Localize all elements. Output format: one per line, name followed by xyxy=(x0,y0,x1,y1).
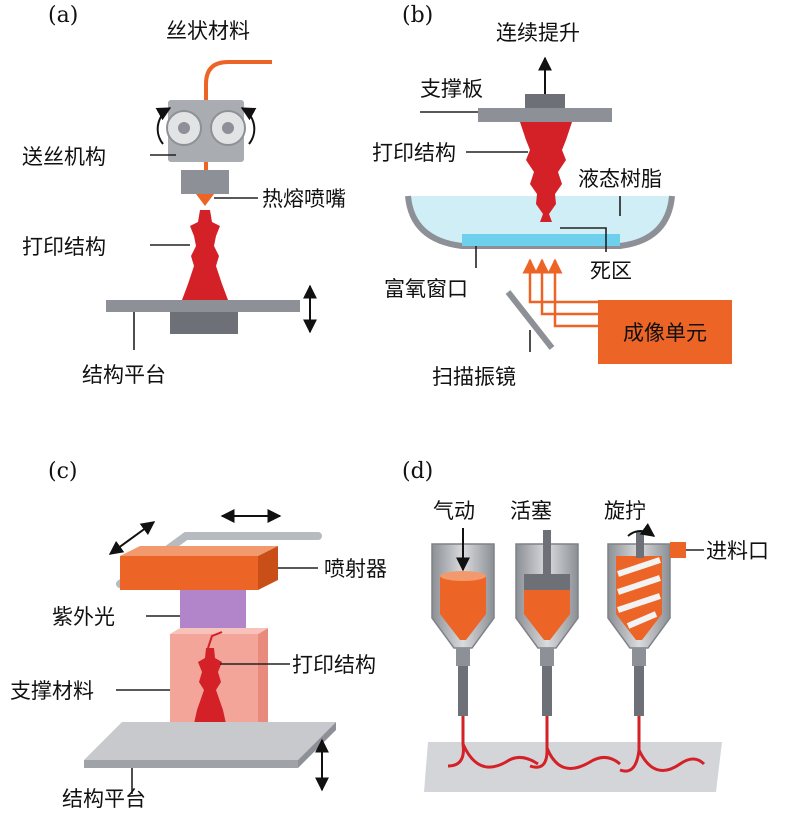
piston-label: 活塞 xyxy=(510,499,552,523)
nozzle-tip xyxy=(196,194,214,206)
imaging-unit-label: 成像单元 xyxy=(623,321,707,345)
support-plate-stem xyxy=(525,94,565,108)
galvo-mirror xyxy=(505,290,555,350)
printed-structure-b xyxy=(520,122,572,222)
dead-zone-layer xyxy=(462,234,620,246)
y-motion-arrow xyxy=(108,521,156,555)
jetter-top xyxy=(120,546,278,556)
lift-label: 连续提升 xyxy=(496,21,580,45)
panel-b-tag: (b) xyxy=(402,3,433,28)
dead-zone-label: 死区 xyxy=(590,259,632,283)
printed-label-b: 打印结构 xyxy=(372,141,456,165)
platform-c xyxy=(84,722,336,760)
printed-structure-c xyxy=(190,648,230,742)
platform-a xyxy=(106,300,300,312)
feed-port-label: 进料口 xyxy=(706,539,769,563)
jetter xyxy=(120,556,258,590)
window-label: 富氧窗口 xyxy=(384,277,468,301)
panel-d-tag: (d) xyxy=(402,459,433,484)
light-paths xyxy=(522,258,598,328)
jetter-side xyxy=(258,546,278,590)
imaging-unit xyxy=(598,300,732,364)
syringe-screw xyxy=(607,532,706,773)
jetter-label: 喷射器 xyxy=(324,557,387,581)
uv-light xyxy=(180,590,246,634)
pneumatic-label: 气动 xyxy=(433,499,475,523)
filament-label: 丝状材料 xyxy=(166,19,250,43)
nozzle-label: 热熔喷嘴 xyxy=(262,187,346,211)
rotate-arrow-right xyxy=(240,107,257,145)
uv-label: 紫外光 xyxy=(52,605,115,629)
support-plate-label: 支撑板 xyxy=(420,77,483,101)
panel-c: (c) 喷射器 紫外光 支撑材料 打印结构 结构平台 xyxy=(10,459,387,811)
panel-a-tag: (a) xyxy=(48,3,78,28)
screw-label: 旋拧 xyxy=(604,499,646,523)
support-label: 支撑材料 xyxy=(10,679,94,703)
printed-label-a: 打印结构 xyxy=(22,235,106,259)
resin-label: 液态树脂 xyxy=(578,167,662,191)
printed-structure-a xyxy=(182,210,228,300)
syringe-piston xyxy=(515,530,621,770)
panel-d: (d) 气动 活塞 xyxy=(402,459,769,792)
piston-head xyxy=(524,574,570,590)
screw-rotation-icon xyxy=(627,522,656,537)
feeder-label: 送丝机构 xyxy=(22,145,106,169)
printed-label-c: 打印结构 xyxy=(292,653,376,677)
syringe-pneumatic xyxy=(431,543,539,769)
panel-c-tag: (c) xyxy=(48,459,78,484)
feed-port xyxy=(670,542,686,558)
rotate-arrow-left xyxy=(155,107,172,145)
platform-label-a: 结构平台 xyxy=(82,363,166,387)
panel-a: (a) 丝状材料 送丝机构 热熔喷嘴 打印结构 结构平台 xyxy=(22,3,346,387)
filament-wire xyxy=(204,60,272,190)
panel-b: (b) 连续提升 支撑板 打印结构 液态树脂 死区 富氧窗口 扫描振镜 xyxy=(372,3,732,389)
platform-label-c: 结构平台 xyxy=(62,787,146,811)
support-plate xyxy=(478,108,612,122)
hotend-block xyxy=(181,170,229,194)
galvo-label: 扫描振镜 xyxy=(432,365,516,389)
